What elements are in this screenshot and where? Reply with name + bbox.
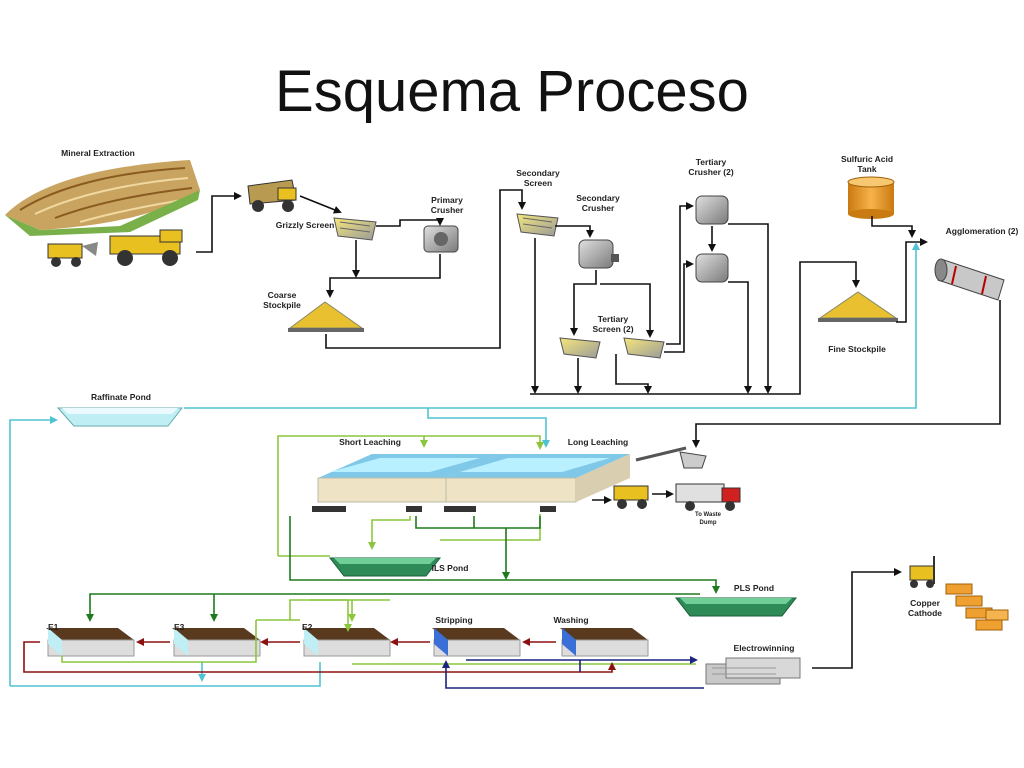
electrowinning-cells bbox=[705, 657, 801, 685]
label-sulfuric-acid-2: Tank bbox=[857, 164, 876, 174]
ore-flow-lines bbox=[196, 189, 1001, 669]
label-e1: E1 bbox=[48, 622, 59, 632]
pls-flow-lines bbox=[86, 516, 720, 622]
label-stripping: Stripping bbox=[435, 615, 472, 625]
pls-pond-icon bbox=[674, 597, 798, 617]
label-washing: Washing bbox=[553, 615, 588, 625]
ils-pond-icon bbox=[328, 557, 442, 577]
label-secondary-screen-1: Secondary bbox=[516, 168, 560, 178]
label-tertiary-screen-2: Screen (2) bbox=[592, 324, 633, 334]
sx-e3-settler bbox=[172, 628, 261, 657]
label-mineral-extraction: Mineral Extraction bbox=[61, 148, 135, 158]
secondary-crusher-icon bbox=[578, 239, 619, 269]
label-short-leaching: Short Leaching bbox=[339, 437, 401, 447]
dump-truck-icon bbox=[247, 179, 297, 212]
label-secondary-screen-2: Screen bbox=[524, 178, 552, 188]
stacker-icon bbox=[635, 446, 707, 469]
secondary-screen-icon bbox=[516, 213, 559, 237]
raffinate-flow-lines bbox=[9, 242, 920, 687]
label-secondary-crusher-1: Secondary bbox=[576, 193, 620, 203]
label-fine-stockpile: Fine Stockpile bbox=[828, 344, 886, 354]
grizzly-screen-icon bbox=[333, 217, 377, 241]
washing-settler bbox=[560, 628, 649, 657]
label-ils-pond: ILS Pond bbox=[432, 563, 469, 573]
label-copper-cathode-2: Cathode bbox=[908, 608, 942, 618]
label-waste-dump-1: To Waste bbox=[695, 512, 722, 518]
fine-stockpile-icon bbox=[818, 291, 898, 322]
organic-flow-lines bbox=[23, 638, 616, 673]
primary-crusher-icon bbox=[423, 225, 459, 253]
label-secondary-crusher-2: Crusher bbox=[582, 203, 615, 213]
label-long-leaching: Long Leaching bbox=[568, 437, 628, 447]
long-leach-heap bbox=[445, 454, 630, 503]
label-primary-crusher-2: Crusher bbox=[431, 205, 464, 215]
electrolyte-flow-lines bbox=[442, 656, 704, 689]
short-leach-flow-lines bbox=[61, 435, 696, 665]
label-tertiary-screen-1: Tertiary bbox=[598, 314, 629, 324]
drain-collectors bbox=[312, 506, 556, 512]
label-coarse-stockpile-1: Coarse bbox=[268, 290, 297, 300]
label-raffinate-pond: Raffinate Pond bbox=[91, 392, 151, 402]
raffinate-pond-icon bbox=[56, 407, 184, 427]
sx-e1-settler bbox=[46, 628, 135, 657]
sulfuric-acid-tank-icon bbox=[847, 176, 895, 219]
label-coarse-stockpile-2: Stockpile bbox=[263, 300, 301, 310]
label-tertiary-crusher-2: Crusher (2) bbox=[688, 167, 734, 177]
label-waste-dump-2: Dump bbox=[700, 520, 717, 526]
waste-truck-icon bbox=[675, 483, 741, 511]
stripping-settler bbox=[432, 628, 521, 657]
coarse-stockpile-icon bbox=[288, 301, 364, 332]
label-primary-crusher-1: Primary bbox=[431, 195, 463, 205]
label-pls-pond: PLS Pond bbox=[734, 583, 774, 593]
copper-cathode-stack-icon bbox=[945, 583, 1009, 631]
agglomeration-drum-icon bbox=[934, 258, 1005, 301]
label-agglomeration: Agglomeration (2) bbox=[946, 226, 1019, 236]
tertiary-crusher-icon-2 bbox=[695, 253, 729, 283]
label-e3: E3 bbox=[174, 622, 185, 632]
haul-truck-icon bbox=[109, 229, 183, 266]
tertiary-crusher-icon-1 bbox=[695, 195, 729, 225]
label-tertiary-crusher-1: Tertiary bbox=[696, 157, 727, 167]
forklift-icon bbox=[909, 556, 935, 588]
loader-icon bbox=[47, 242, 98, 267]
sx-e2-settler bbox=[302, 628, 391, 657]
label-electrowinning: Electrowinning bbox=[734, 643, 795, 653]
label-copper-cathode-1: Copper bbox=[910, 598, 940, 608]
label-sulfuric-acid-1: Sulfuric Acid bbox=[841, 154, 893, 164]
label-grizzly-screen: Grizzly Screen bbox=[276, 220, 335, 230]
label-e2: E2 bbox=[302, 622, 313, 632]
tertiary-screen-icon-1 bbox=[559, 337, 601, 359]
page-title: Esquema Proceso bbox=[275, 59, 749, 124]
tertiary-screen-icon-2 bbox=[623, 337, 665, 359]
mine-pit-icon bbox=[5, 160, 200, 236]
waste-loader-icon bbox=[613, 485, 649, 509]
